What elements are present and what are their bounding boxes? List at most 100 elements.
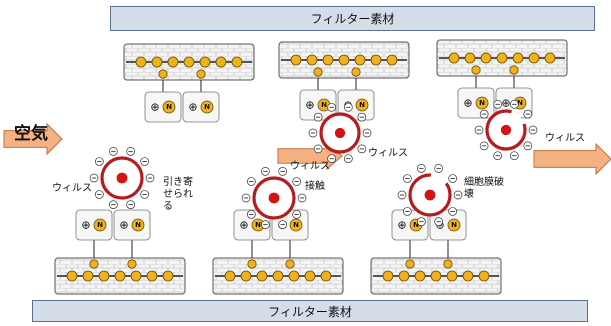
n-marker-label: N xyxy=(451,221,457,229)
fiber-node xyxy=(320,270,332,282)
label-membrane-rupture: 細胞膜破壊 xyxy=(464,177,504,200)
virus-label-4: ウィルス xyxy=(545,133,585,144)
fiber-node xyxy=(89,259,99,269)
n-marker xyxy=(447,218,461,232)
fiber-node xyxy=(215,56,227,68)
fiber-node xyxy=(306,54,318,66)
fiber-node xyxy=(224,270,236,282)
n-marker-label: N xyxy=(255,221,261,229)
fiber-node xyxy=(135,56,147,68)
fiber-node xyxy=(288,270,300,282)
fiber-node xyxy=(430,270,442,282)
fiber-node xyxy=(82,270,94,282)
virus-attracted xyxy=(89,147,155,209)
virus-contact xyxy=(241,167,307,229)
n-marker-label: N xyxy=(321,101,327,109)
n-marker xyxy=(475,96,489,110)
n-marker-label: N xyxy=(479,99,485,107)
fiber-node xyxy=(199,56,211,68)
fiber-node xyxy=(528,52,540,64)
fiber-node xyxy=(398,270,410,282)
fiber-node xyxy=(66,270,78,282)
virus-core xyxy=(116,172,128,184)
n-marker-label: N xyxy=(517,99,523,107)
fiber-node xyxy=(167,56,179,68)
virus-label-3: ウィルス xyxy=(368,148,408,159)
positive-charge: ⊕ xyxy=(397,219,406,232)
virus-label-2: ウィルス xyxy=(290,161,330,172)
fiber-node xyxy=(354,54,366,66)
fiber-node xyxy=(382,270,394,282)
fiber-node xyxy=(196,69,206,79)
n-marker-label: N xyxy=(166,103,172,111)
fiber-unit-bottom-2: N⊕N⊕ xyxy=(212,209,344,295)
filter-material-top: フィルター素材 xyxy=(110,6,595,31)
fiber-unit-top-1: N ⊕ N ⊕ xyxy=(123,43,255,123)
air-arrow-left xyxy=(3,122,63,156)
positive-charge: ⊕ xyxy=(188,101,197,114)
n-marker-label: N xyxy=(413,221,419,229)
positive-charge: ⊕ xyxy=(119,219,128,232)
n-marker xyxy=(289,218,303,232)
fiber-node xyxy=(98,270,110,282)
positive-charge: ⊕ xyxy=(150,101,159,114)
fiber-node xyxy=(338,54,350,66)
fiber-node xyxy=(114,270,126,282)
air-arrow-right xyxy=(533,142,611,176)
n-marker xyxy=(200,100,214,114)
n-marker xyxy=(131,218,145,232)
fiber-node xyxy=(290,54,302,66)
virus-core xyxy=(268,192,280,204)
label-attracted: 引き寄せられる xyxy=(163,177,193,212)
fiber-node xyxy=(272,270,284,282)
virus-upper-right xyxy=(474,99,538,161)
fiber-node xyxy=(313,67,323,77)
positive-charge: ⊕ xyxy=(81,219,90,232)
fiber-node xyxy=(471,65,481,75)
positive-charge: ⊕ xyxy=(501,97,510,110)
n-marker-label: N xyxy=(359,101,365,109)
filter-material-top-label: フィルター素材 xyxy=(310,12,395,26)
fiber-node xyxy=(386,54,398,66)
fiber-node xyxy=(162,270,174,282)
fiber-node xyxy=(146,270,158,282)
fiber-node xyxy=(231,56,243,68)
fiber-node xyxy=(446,270,458,282)
fiber-node xyxy=(322,54,334,66)
n-marker-label: N xyxy=(135,221,141,229)
n-marker-label: N xyxy=(204,103,210,111)
fiber-node xyxy=(478,270,490,282)
n-marker xyxy=(162,100,176,114)
air-label: 空気 xyxy=(14,124,48,144)
fiber-node xyxy=(240,270,252,282)
virus-core xyxy=(424,189,436,201)
fiber-node xyxy=(512,52,524,64)
fiber-node xyxy=(509,65,519,75)
fiber-node xyxy=(151,56,163,68)
filter-material-bottom: フィルター素材 xyxy=(32,300,588,322)
positive-charge: ⊕ xyxy=(305,99,314,112)
fiber-node xyxy=(496,52,508,64)
virus-core xyxy=(334,127,346,139)
n-marker xyxy=(93,218,107,232)
virus-rupture xyxy=(397,164,463,226)
fiber-node xyxy=(464,52,476,64)
fiber-node xyxy=(405,259,415,269)
fiber-node xyxy=(247,259,257,269)
fiber-node xyxy=(256,270,268,282)
virus-core xyxy=(500,124,512,136)
fiber-node xyxy=(370,54,382,66)
fiber-node xyxy=(304,270,316,282)
virus-label-1: ウィルス xyxy=(52,183,92,194)
positive-charge: ⊕ xyxy=(239,219,248,232)
virus-upper-middle xyxy=(308,102,372,164)
fiber-node xyxy=(183,56,195,68)
positive-charge: ⊕ xyxy=(463,97,472,110)
fiber-node xyxy=(480,52,492,64)
fiber-node xyxy=(443,259,453,269)
fiber-unit-top-3: N ⊕ N ⊕ xyxy=(436,39,568,119)
fiber-node xyxy=(414,270,426,282)
fiber-node xyxy=(462,270,474,282)
